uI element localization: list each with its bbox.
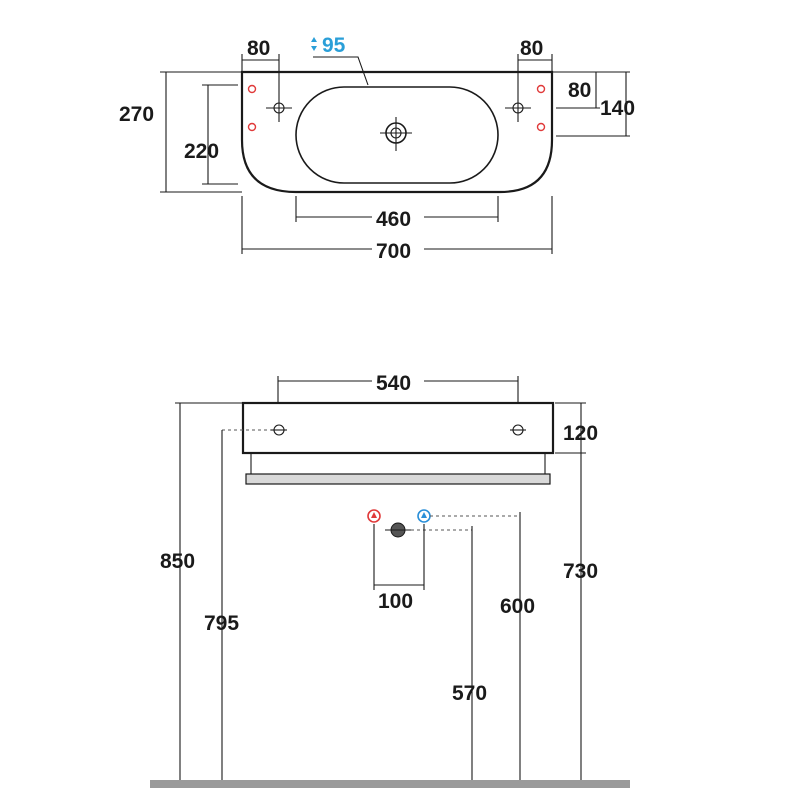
dim-bowl-width: 460 bbox=[376, 208, 411, 231]
elevation-view: 540 120 850 795 730 bbox=[150, 372, 630, 788]
tap-hole-left-icon bbox=[266, 95, 292, 122]
towel-bar bbox=[245, 473, 551, 485]
dim-supply-height: 600 bbox=[500, 595, 535, 618]
dim-waste-height: 570 bbox=[452, 682, 487, 705]
floor-line bbox=[150, 780, 630, 788]
cold-water-supply-icon bbox=[417, 509, 431, 523]
bowl-height-arrow-icon bbox=[311, 37, 317, 51]
fixing-point-right-icon bbox=[510, 424, 526, 436]
tap-hole-right-icon bbox=[505, 95, 531, 122]
basin-front-outline bbox=[241, 401, 555, 455]
dim-depth-total: 270 bbox=[119, 103, 154, 126]
bowl-outline bbox=[295, 86, 499, 184]
dim-basin-height: 120 bbox=[563, 422, 598, 445]
dim-bowl-height: 95 bbox=[322, 34, 346, 57]
dim-right-hole-depth: 80 bbox=[568, 79, 591, 102]
drain-icon bbox=[380, 117, 412, 151]
dim-supply-spacing: 100 bbox=[378, 590, 413, 613]
dim-fixing-spacing: 540 bbox=[376, 372, 411, 395]
waste-outlet-icon bbox=[385, 522, 411, 538]
fixing-marker-icons bbox=[247, 84, 546, 132]
basin-plan-outline bbox=[240, 70, 554, 194]
hot-water-supply-icon bbox=[367, 509, 381, 523]
dim-total-width: 700 bbox=[376, 240, 411, 263]
fixing-point-left-icon bbox=[271, 424, 287, 436]
dim-left-hole-offset: 80 bbox=[247, 37, 270, 60]
dim-right-hole-offset: 80 bbox=[520, 37, 543, 60]
dim-fixing-height: 795 bbox=[204, 612, 239, 635]
dim-bowl-depth: 220 bbox=[184, 140, 219, 163]
dim-total-height: 850 bbox=[160, 550, 195, 573]
dim-right-side-depth: 140 bbox=[600, 97, 635, 120]
dim-underside-height: 730 bbox=[563, 560, 598, 583]
plan-view: 80 95 80 270 220 80 140 bbox=[119, 34, 635, 263]
